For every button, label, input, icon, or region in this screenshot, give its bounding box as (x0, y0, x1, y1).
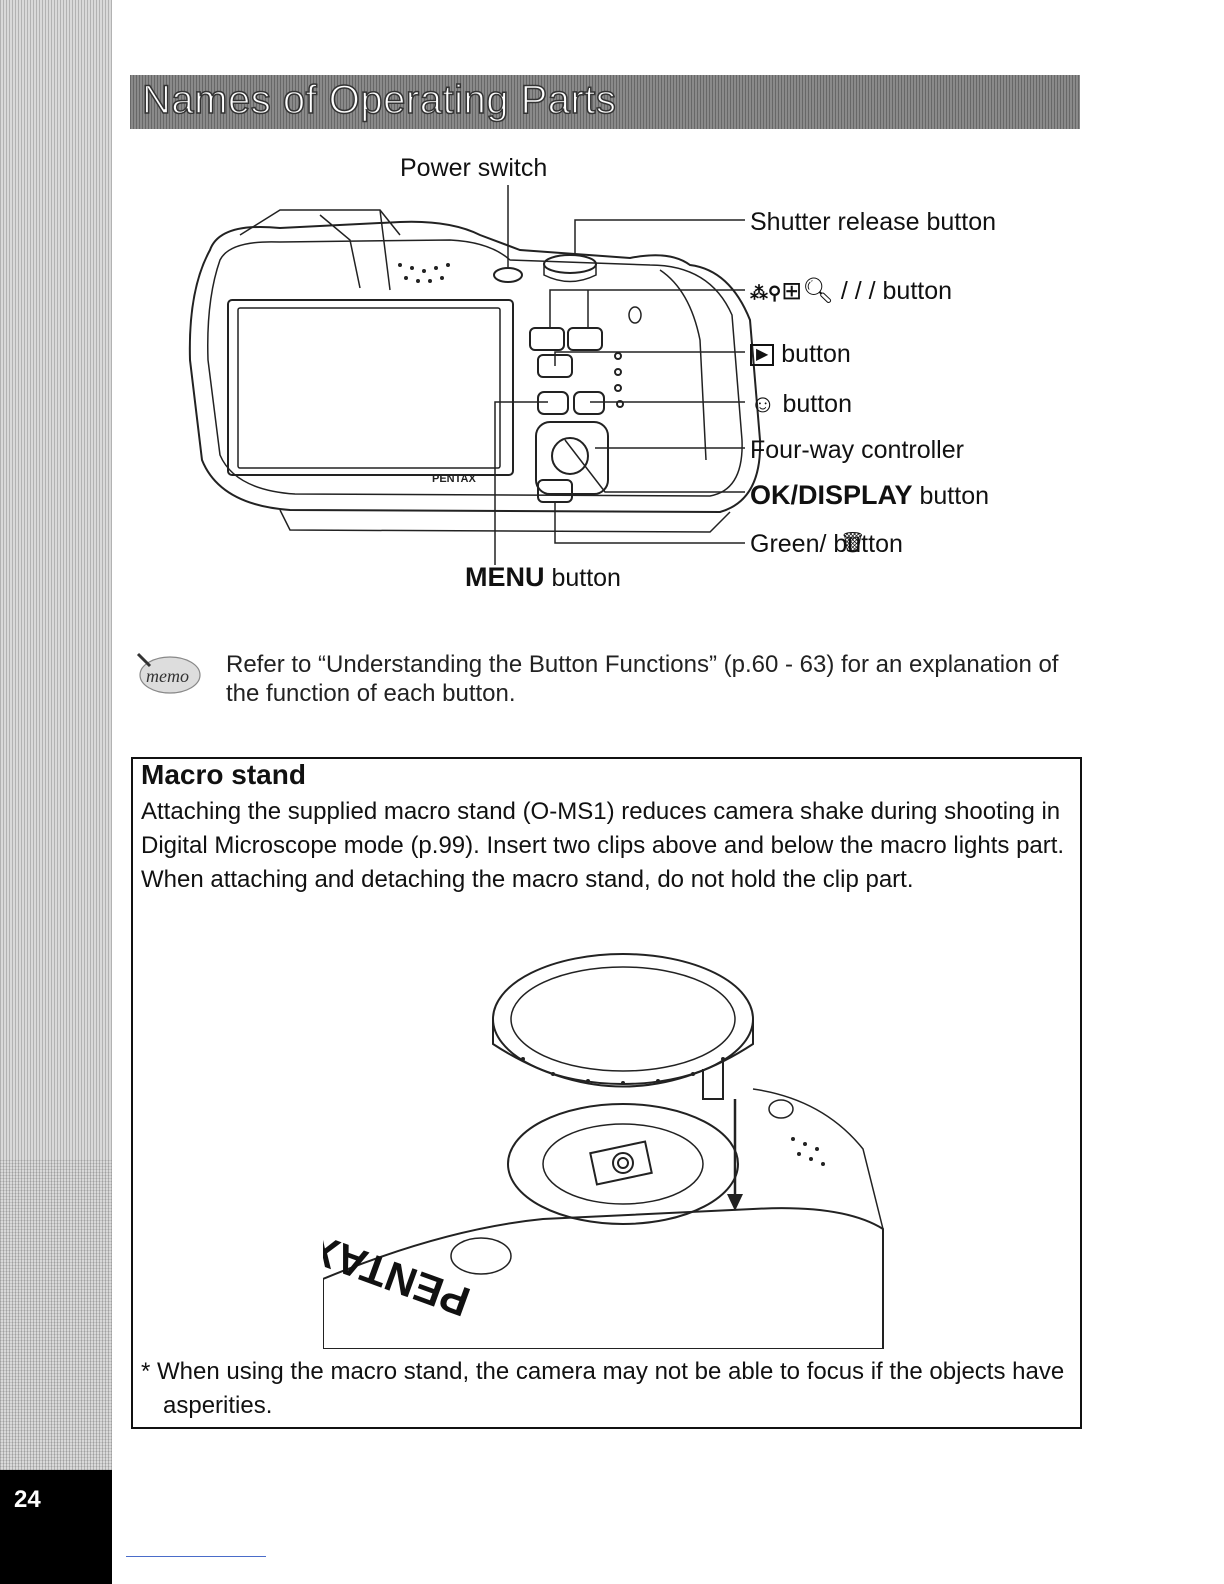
macro-stand-illustration: PENTAX (323, 953, 884, 1349)
zoom-wide-icon: ⁂ (750, 283, 768, 303)
camera-rear-illustration: PENTAX (188, 185, 762, 565)
zoom-button-text: / / / button (840, 277, 953, 305)
page-title: Names of Operating Parts (141, 77, 617, 123)
label-menu-button: MENU button (465, 562, 621, 593)
footer-rule (126, 1556, 266, 1557)
green-button-text: Green/ button (750, 530, 903, 558)
svg-text:PENTAX: PENTAX (323, 1224, 476, 1325)
svg-text:memo: memo (146, 666, 189, 686)
label-playback-button: ▶ button (750, 340, 851, 369)
menu-suffix: button (544, 564, 621, 592)
macro-stand-note: * When using the macro stand, the camera… (141, 1358, 1065, 1419)
label-power-switch: Power switch (400, 154, 548, 182)
playback-button-text: button (781, 340, 851, 368)
label-green-button: Green/ button 🗑︎ (750, 530, 903, 559)
memo-text: Refer to “Understanding the Button Funct… (226, 651, 1059, 707)
side-margin-strip (0, 0, 112, 1584)
trash-icon: 🗑︎ (840, 532, 866, 554)
label-zoom-button: ⁂⚲⊞🔍︎ / / / button (750, 276, 952, 306)
face-detection-icon: ☺ (750, 390, 776, 418)
zoom-tele-icon: ⚲ (768, 283, 782, 303)
camera-rear-diagram: PENTAX Power switch Shutter release butt… (150, 140, 1090, 610)
side-strip-lower-pattern (0, 1160, 112, 1470)
macro-stand-box: Macro stand Attaching the supplied macro… (131, 757, 1082, 1429)
svg-text:PENTAX: PENTAX (432, 473, 476, 485)
page-number-box: 24 (0, 1470, 112, 1584)
ok-display-suffix: button (912, 482, 989, 510)
macro-stand-title: Macro stand (141, 759, 306, 790)
playback-icon: ▶ (750, 344, 775, 367)
magnify-icon: 🔍︎ (802, 277, 834, 305)
page-title-bar: Names of Operating Parts (130, 75, 1080, 129)
label-shutter-release: Shutter release button (750, 208, 996, 236)
label-four-way-controller: Four-way controller (750, 436, 964, 464)
macro-stand-body: Attaching the supplied macro stand (O-MS… (141, 798, 1065, 893)
ok-display-text: OK/DISPLAY (750, 480, 913, 510)
face-button-text: button (782, 390, 852, 418)
thumbnail-icon: ⊞ (781, 277, 803, 305)
page-number: 24 (14, 1486, 41, 1513)
memo-icon: memo (136, 652, 201, 694)
label-ok-display-button: OK/DISPLAY button (750, 480, 989, 511)
menu-text: MENU (465, 562, 545, 592)
label-face-button: ☺ button (750, 390, 852, 419)
